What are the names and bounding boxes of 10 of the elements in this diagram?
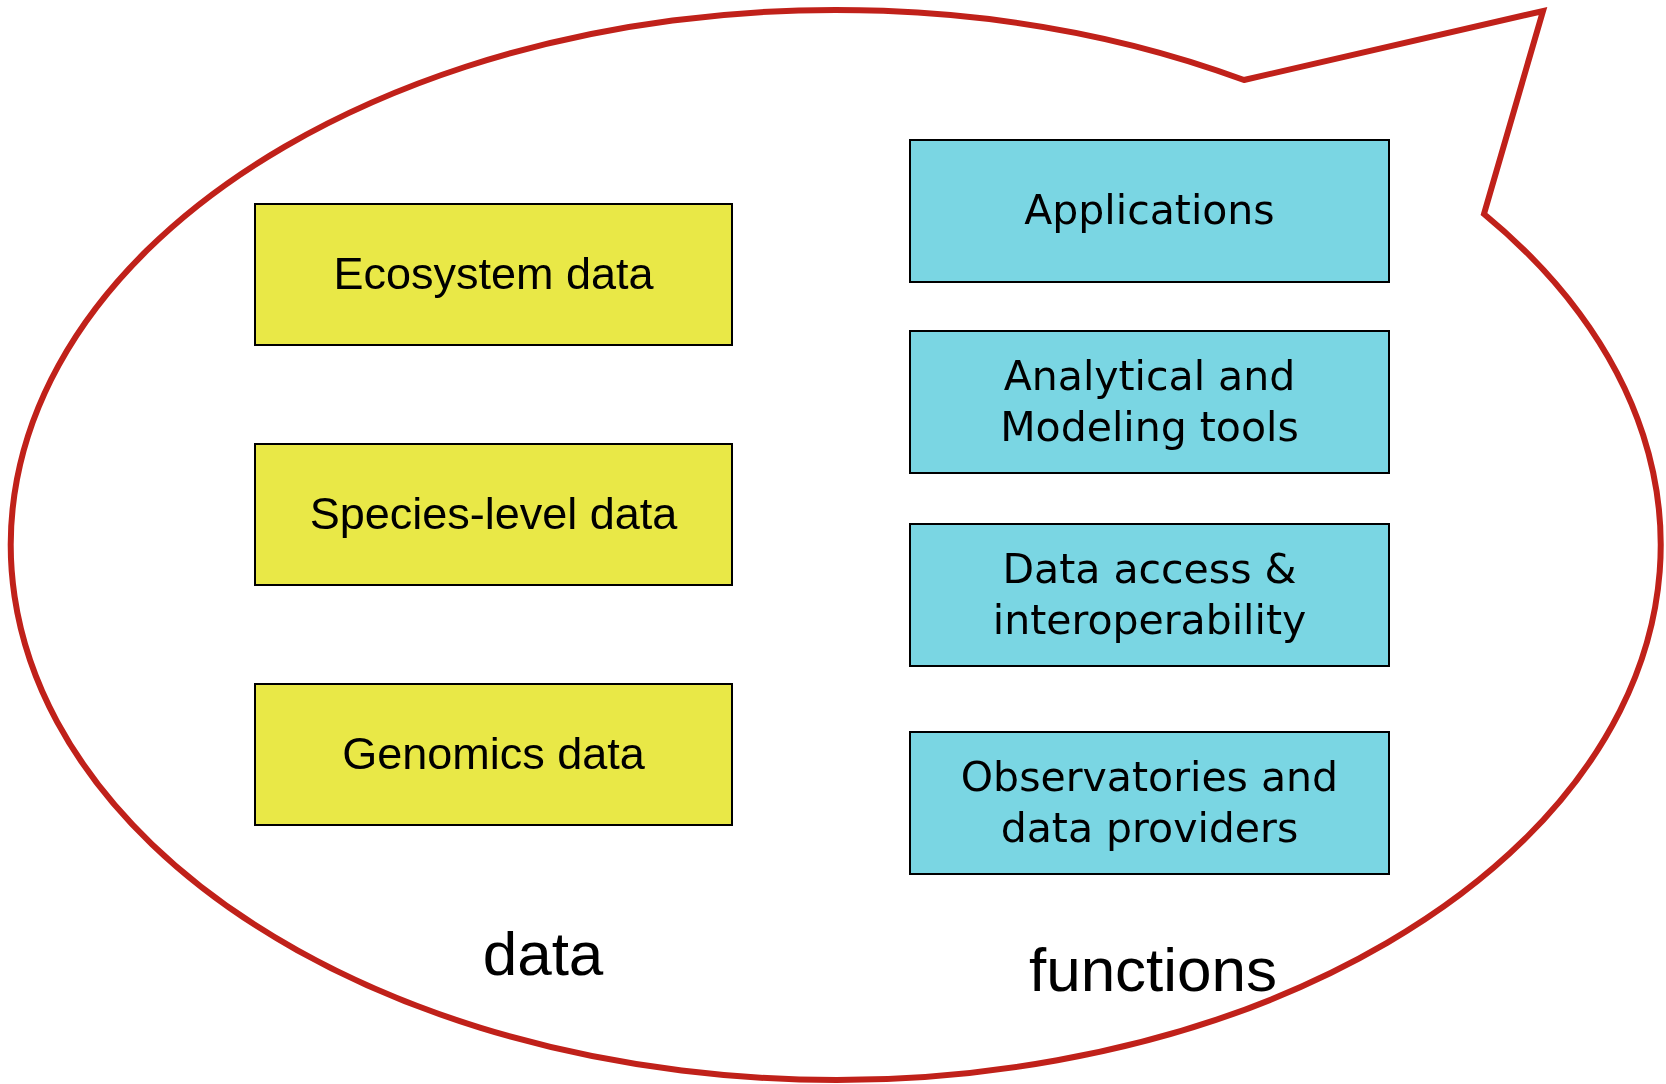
data-box: Genomics data (254, 683, 733, 826)
data-box: Species-level data (254, 443, 733, 586)
function-box: Observatories and data providers (909, 731, 1390, 875)
column-label: functions (1028, 934, 1278, 1005)
function-box: Applications (909, 139, 1390, 283)
speech-bubble (8, 6, 1662, 1080)
column-label: data (482, 918, 604, 989)
function-box: Analytical and Modeling tools (909, 330, 1390, 474)
function-box: Data access & interoperability (909, 523, 1390, 667)
data-box: Ecosystem data (254, 203, 733, 346)
